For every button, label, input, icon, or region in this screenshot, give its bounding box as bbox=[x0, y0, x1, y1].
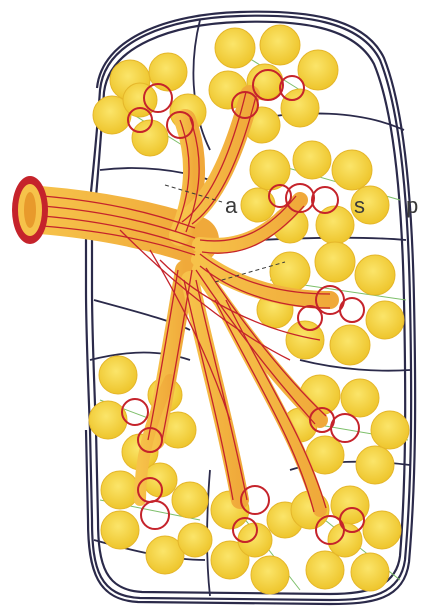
label-a: a bbox=[225, 193, 238, 218]
bronchiole-opening bbox=[12, 176, 48, 244]
label-p: p bbox=[406, 193, 418, 218]
label-s: s bbox=[354, 193, 365, 218]
